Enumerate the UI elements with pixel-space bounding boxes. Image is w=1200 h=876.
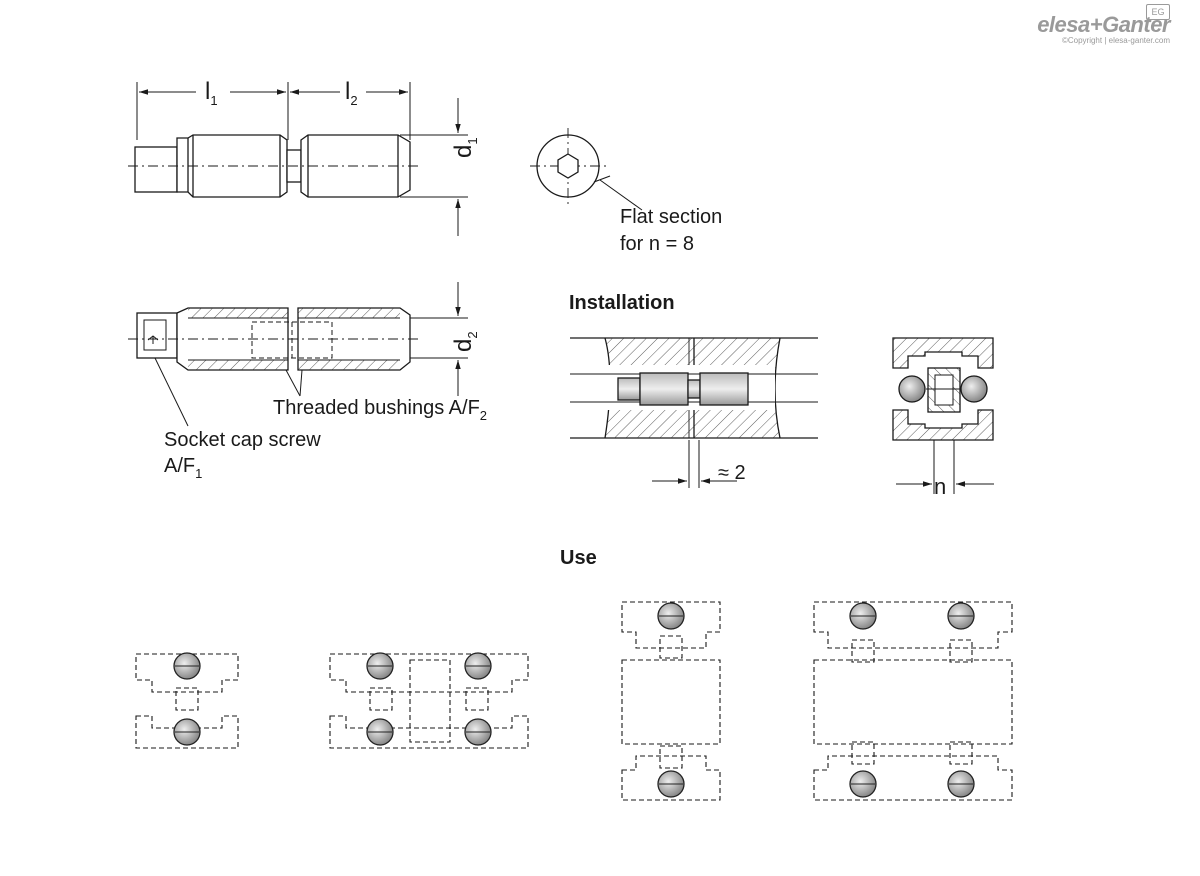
heading-installation: Installation xyxy=(569,292,675,314)
callout-socket-cap-line1: Socket cap screw xyxy=(164,429,321,451)
brand-logo: EG elesa+Ganter ©Copyright | elesa-gante… xyxy=(1037,4,1170,45)
side-view-upper xyxy=(128,82,468,236)
use-slot-nuts xyxy=(173,602,975,798)
end-view xyxy=(530,128,643,211)
dim-d1: d1 xyxy=(450,137,480,158)
side-view-lower xyxy=(128,282,468,427)
heading-use: Use xyxy=(560,547,597,569)
dim-n: n xyxy=(934,474,947,499)
brand-name: elesa+Ganter xyxy=(1037,12,1170,37)
callout-threaded-bushings: Threaded bushings A/F2 xyxy=(273,397,488,423)
dim-l2: l2 xyxy=(345,78,358,108)
installation-section xyxy=(570,337,818,488)
dim-gap: ≈ 2 xyxy=(718,462,746,484)
brand-badge: EG xyxy=(1146,4,1170,20)
callout-flat-section-line1: Flat section xyxy=(620,206,723,228)
dim-d2: d2 xyxy=(450,331,480,352)
brand-copyright: ©Copyright | elesa-ganter.com xyxy=(1061,36,1170,45)
profile-end-view xyxy=(892,337,994,494)
callout-flat-section-line2: for n = 8 xyxy=(620,233,694,255)
dim-l1: l1 xyxy=(205,78,218,108)
use-examples xyxy=(135,601,1013,801)
callout-socket-cap-line2: A/F1 xyxy=(164,455,203,481)
